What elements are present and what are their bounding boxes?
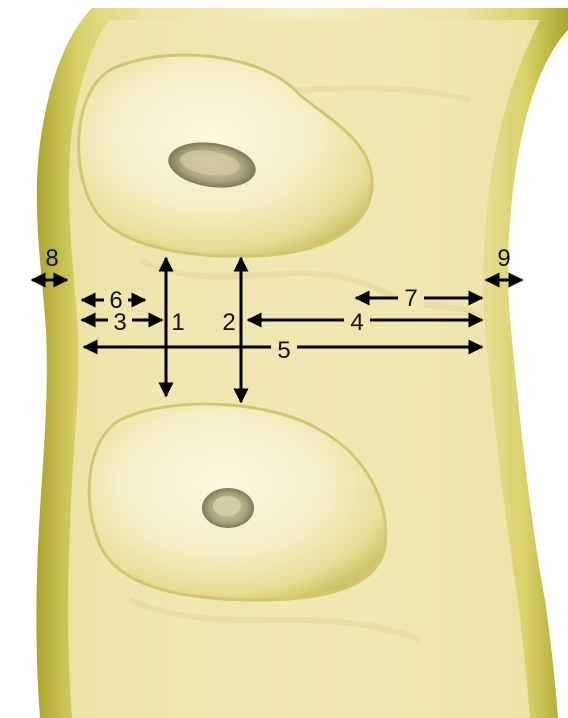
label-7: 7 xyxy=(404,285,417,312)
label-9: 9 xyxy=(497,245,510,272)
label-2: 2 xyxy=(222,309,235,336)
label-4: 4 xyxy=(350,309,363,336)
label-8: 8 xyxy=(45,245,58,272)
label-1: 1 xyxy=(171,309,184,336)
label-6: 6 xyxy=(109,287,122,314)
label-5: 5 xyxy=(277,337,290,364)
